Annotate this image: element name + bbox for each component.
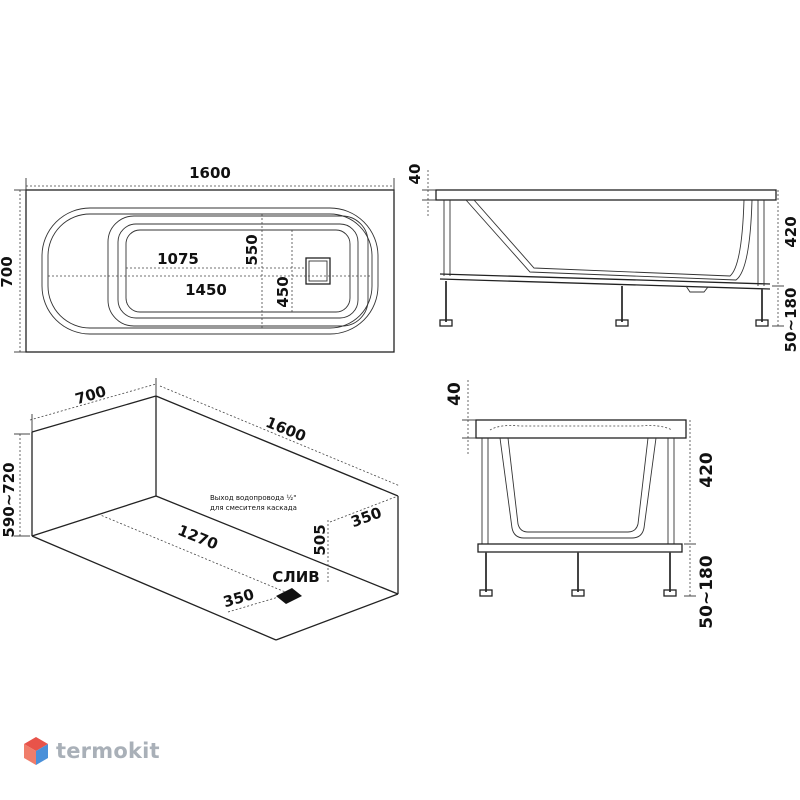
cube-icon <box>24 737 48 765</box>
iso-inlet-height-label: 505 <box>311 524 329 555</box>
iso-drain-offset-label: 350 <box>221 585 256 611</box>
drain-label: СЛИВ <box>272 568 319 586</box>
inner-length-label: 1075 <box>157 250 199 268</box>
iso-width-label: 700 <box>73 382 108 408</box>
side-legs-label: 50~180 <box>782 288 800 353</box>
iso-drain-distance-label: 1270 <box>175 521 220 553</box>
top-width-label: 700 <box>0 256 16 287</box>
side-rim-label: 40 <box>406 164 424 185</box>
iso-inlet-offset-label: 350 <box>348 503 384 531</box>
iso-height-label: 590~720 <box>0 462 18 537</box>
termokit-logo: termokit <box>22 735 160 767</box>
iso-length-label: 1600 <box>263 413 308 445</box>
side-view: 40 420 50~180 <box>406 164 800 353</box>
inlet-note-line1: Выход водопровода ½" <box>210 494 296 502</box>
bottom-length-label: 1450 <box>185 281 227 299</box>
logo-text: termokit <box>56 739 160 763</box>
front-view: 40 420 50~180 <box>445 380 717 629</box>
front-depth-label: 420 <box>697 452 717 488</box>
top-length-label: 1600 <box>189 164 231 182</box>
inlet-note-line2: для смесителя каскада <box>210 504 297 512</box>
bottom-width-label: 450 <box>274 276 292 307</box>
inner-width-label: 550 <box>243 234 261 265</box>
side-depth-label: 420 <box>782 216 800 247</box>
top-view: 1600 700 1075 1450 550 450 <box>0 164 395 353</box>
front-rim-label: 40 <box>445 382 465 406</box>
iso-view: 700 1600 590~720 1270 350 505 350 СЛИВ В… <box>0 378 401 641</box>
front-legs-label: 50~180 <box>697 555 717 629</box>
drain-icon <box>276 588 302 604</box>
